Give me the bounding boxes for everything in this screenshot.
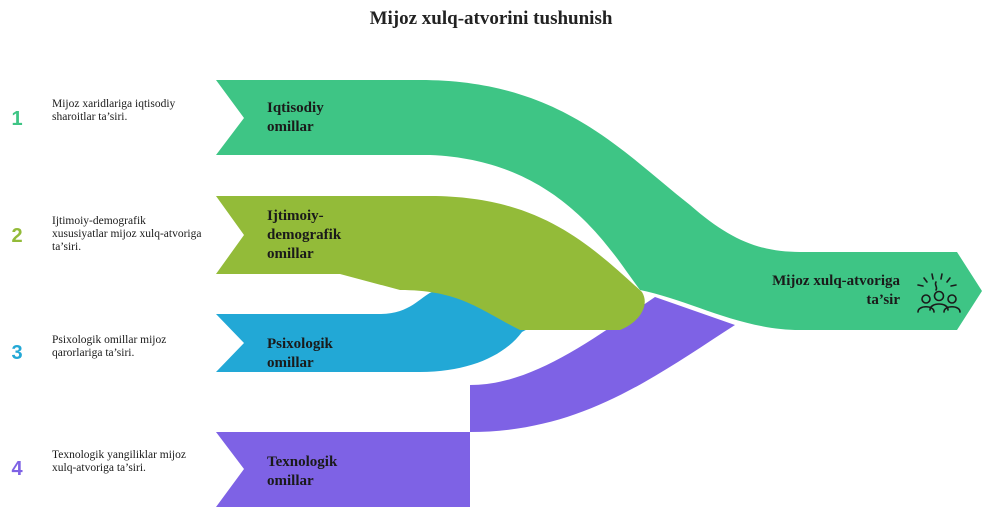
band-label-economic: Iqtisodiy omillar xyxy=(267,100,324,135)
item-number-1: 1 xyxy=(11,108,23,130)
flow-band-technology xyxy=(216,297,735,507)
item-description-1: Mijoz xaridlariga iqtisodiy sharoitlar t… xyxy=(52,98,176,123)
item-description-3: Psixologik omillar mijoz qarorlariga ta’… xyxy=(52,334,167,359)
flow-band-economic xyxy=(216,80,982,330)
band-label-psychology: Psixologik omillar xyxy=(267,336,333,371)
diagram-title: Mijoz xulq-atvorini tushunish xyxy=(369,8,613,29)
item-description-2: Ijtimoiy-demografik xususiyatlar mijoz x… xyxy=(52,215,202,253)
output-label: Mijoz xulq-atvoriga ta’sir xyxy=(772,273,900,308)
flow-band-socio xyxy=(216,196,645,330)
item-number-2: 2 xyxy=(11,225,23,247)
item-number-3: 3 xyxy=(11,342,23,364)
band-label-socio: Ijtimoiy-demografik omillar xyxy=(267,208,342,262)
crowd-celebration-icon xyxy=(917,273,961,313)
item-number-4: 4 xyxy=(11,458,23,480)
band-label-technology: Texnologik omillar xyxy=(267,454,338,489)
item-description-4: Texnologik yangiliklar mijoz xulq-atvori… xyxy=(52,449,186,474)
